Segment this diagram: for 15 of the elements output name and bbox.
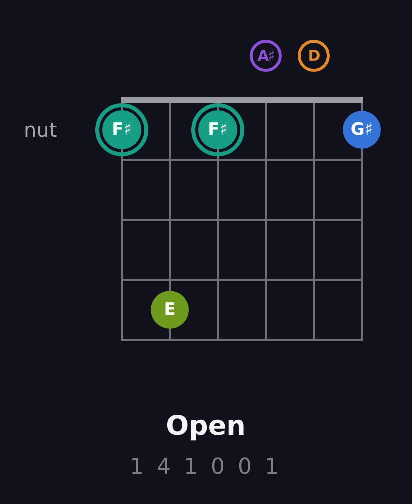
open-string-marker [250,40,282,72]
open-string-marker [298,40,330,72]
note-name: D [308,48,320,64]
root-note-dot [191,103,245,157]
note-name: A♯ [258,48,274,64]
root-note-dot [95,103,149,157]
note-name: G♯ [350,122,374,138]
note-name: F♯ [112,122,132,138]
note-dot [342,110,382,150]
note-dot [150,290,190,330]
chord-name-title: Open [165,413,247,440]
finger-numbers: 1 4 1 0 0 1 [129,457,283,479]
note-name: E [164,302,176,318]
note-name: F♯ [208,122,228,138]
nut-label: nut [24,120,58,140]
